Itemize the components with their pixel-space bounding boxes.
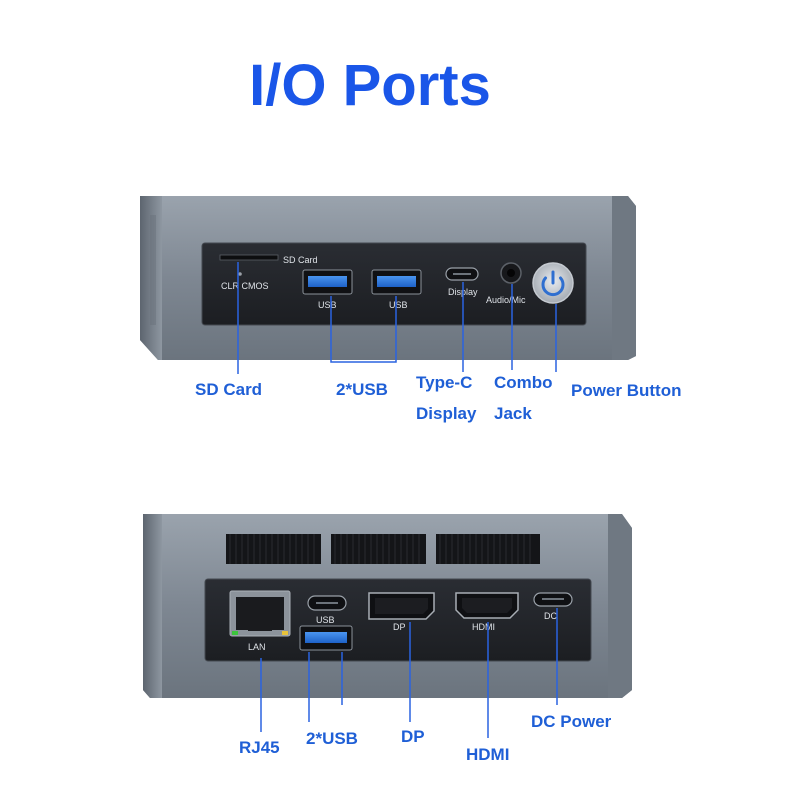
dc-panel-label: DC bbox=[544, 611, 557, 621]
sd-card-panel-label: SD Card bbox=[283, 255, 318, 265]
hdmi-panel-label: HDMI bbox=[472, 622, 495, 632]
label-front-2-usb: 2*USB bbox=[336, 380, 388, 399]
hdmi-port[interactable] bbox=[455, 592, 519, 619]
label-combo-line2: Jack bbox=[494, 404, 532, 423]
label-typec-line1: Type-C bbox=[416, 373, 473, 392]
clr-cmos-pinhole[interactable] bbox=[238, 272, 242, 276]
front-leader-lines bbox=[237, 262, 557, 374]
label-sd-card: SD Card bbox=[195, 380, 263, 399]
dc-power-port[interactable] bbox=[533, 592, 573, 607]
label-dp: DP bbox=[401, 727, 425, 746]
label-typec-line2: Display bbox=[416, 404, 477, 423]
front-usb-port-2[interactable] bbox=[371, 269, 422, 295]
rear-usb-label: USB bbox=[316, 615, 335, 625]
combo-audio-jack[interactable] bbox=[500, 262, 522, 284]
rear-usb-a-port[interactable] bbox=[299, 625, 353, 651]
page-title: I/O Ports bbox=[249, 53, 491, 118]
label-rj45: RJ45 bbox=[239, 738, 280, 757]
label-rear-2-usb: 2*USB bbox=[306, 729, 358, 748]
lan-rj45-port[interactable] bbox=[229, 590, 291, 637]
front-typec-display-port[interactable] bbox=[445, 267, 479, 281]
front-usb-1-label: USB bbox=[318, 300, 337, 310]
front-usb-port-1[interactable] bbox=[302, 269, 353, 295]
audio-mic-label: Audio/Mic bbox=[486, 295, 526, 305]
power-button[interactable] bbox=[532, 262, 574, 304]
front-usb-2-label: USB bbox=[389, 300, 408, 310]
sd-card-slot[interactable] bbox=[219, 254, 279, 261]
displayport[interactable] bbox=[368, 592, 435, 620]
rear-leader-lines bbox=[260, 608, 558, 738]
rear-vents bbox=[226, 534, 540, 564]
label-hdmi: HDMI bbox=[466, 745, 510, 764]
clr-cmos-label: CLR CMOS bbox=[221, 281, 269, 291]
lan-label: LAN bbox=[248, 642, 266, 652]
rear-usb-c-port[interactable] bbox=[307, 595, 347, 611]
label-dc-power: DC Power bbox=[531, 712, 612, 731]
dp-panel-label: DP bbox=[393, 622, 406, 632]
label-combo-line1: Combo bbox=[494, 373, 553, 392]
label-power-button: Power Button bbox=[571, 381, 682, 400]
